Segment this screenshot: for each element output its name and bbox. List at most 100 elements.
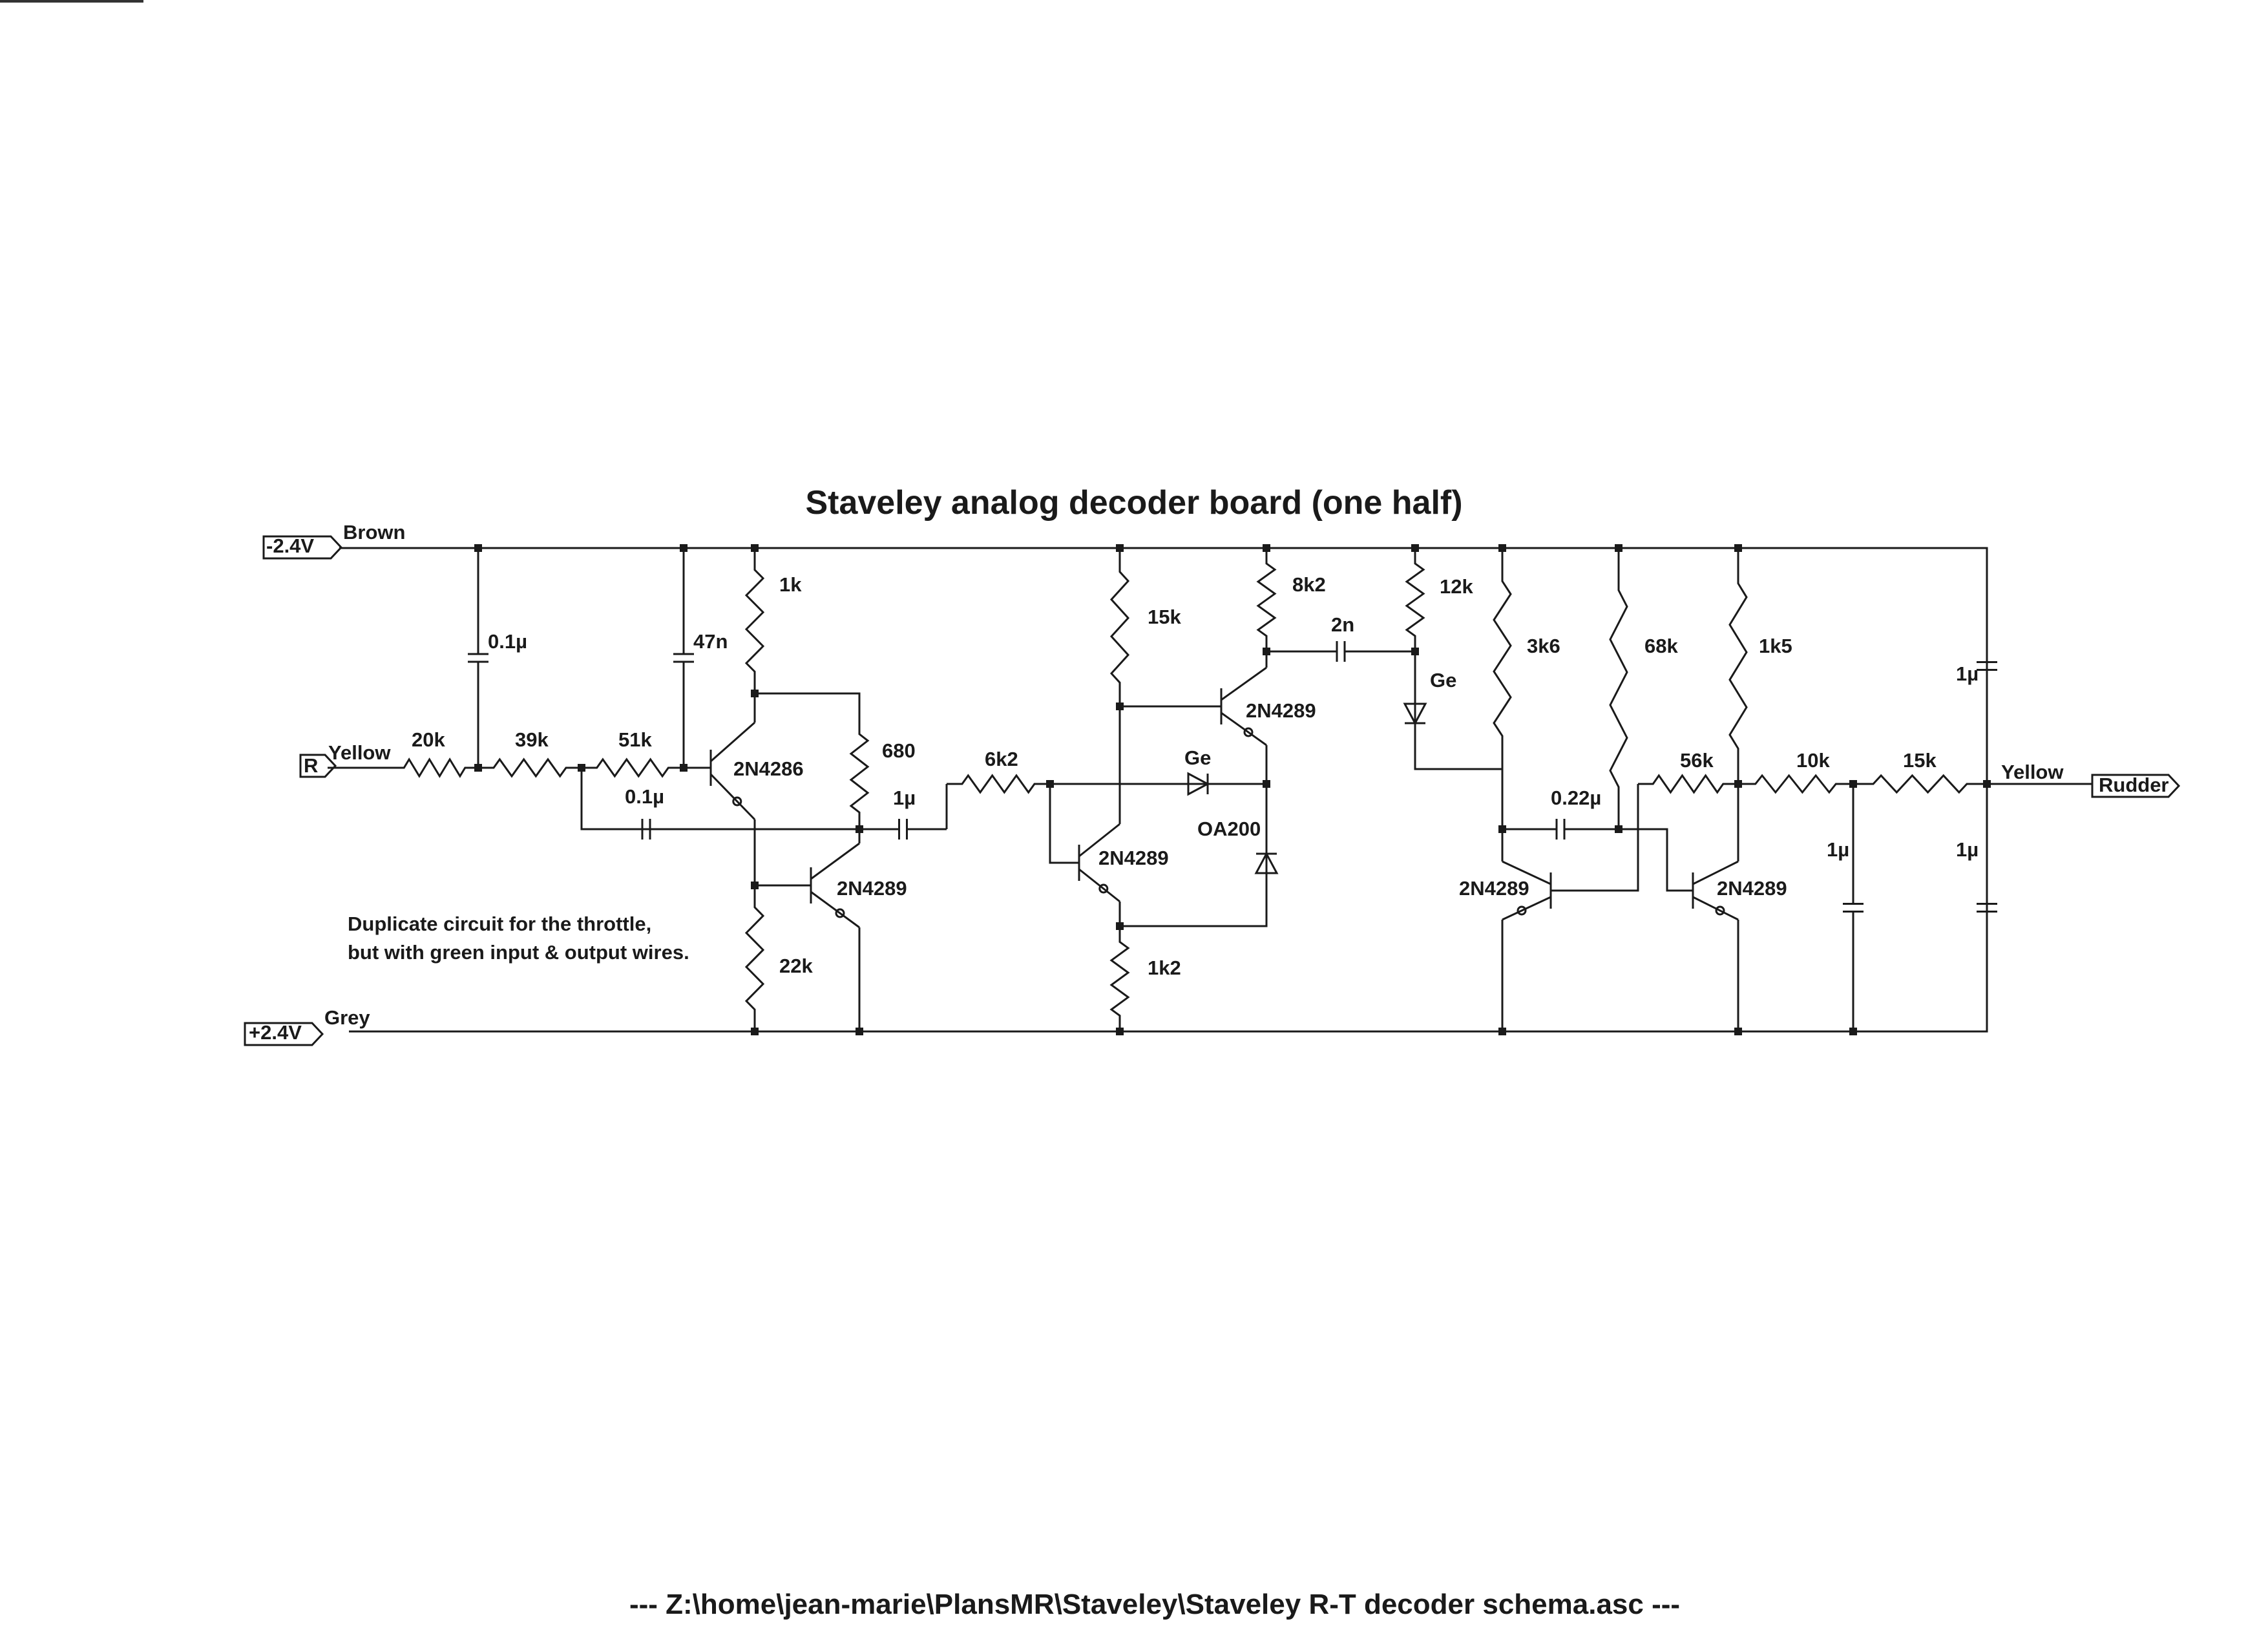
transistor-symbol <box>1220 666 1267 746</box>
junction-dot <box>1116 922 1124 930</box>
capacitor-label: 1µ <box>1956 662 1979 685</box>
junction-dot <box>751 690 759 697</box>
resistor-label: 1k5 <box>1759 635 1792 657</box>
diode-label: Ge <box>1184 746 1211 769</box>
capacitor-symbol <box>1977 784 1997 1031</box>
resistor-label: 10k <box>1796 749 1830 772</box>
junction-dot <box>856 825 863 833</box>
resistor-label: 680 <box>882 739 916 762</box>
resistor-symbol <box>1728 548 1748 784</box>
diode-symbol <box>1163 772 1234 796</box>
junction-dot <box>1263 780 1270 788</box>
port-input-label: R <box>304 754 318 777</box>
junction-dot <box>1263 648 1270 655</box>
junction-dot <box>474 544 482 552</box>
junction-dot <box>856 1028 863 1035</box>
capacitor-symbol <box>673 548 694 768</box>
junction-dot <box>751 1028 759 1035</box>
junction-dot <box>751 882 759 889</box>
junction-dot <box>1734 544 1742 552</box>
file-path-footer-text: --- Z:\home\jean-marie\PlansMR\Staveley\… <box>629 1589 1681 1620</box>
junction-dot <box>1116 544 1124 552</box>
transistor-emitter-arrow <box>835 908 845 918</box>
capacitor-label: 2n <box>1331 613 1354 636</box>
diode-label: Ge <box>1430 669 1456 692</box>
resistor-label: 39k <box>515 728 549 751</box>
junction-dot <box>1411 648 1419 655</box>
resistor-label: 8k2 <box>1292 573 1326 596</box>
diode-symbol <box>1254 808 1279 918</box>
resistor-label: 20k <box>412 728 445 751</box>
resistor-label: 51k <box>618 728 652 751</box>
junction-dot <box>1849 1028 1857 1035</box>
resistor-symbol <box>478 757 582 778</box>
resistor-symbol <box>1738 774 1853 794</box>
capacitor-symbol <box>614 819 678 840</box>
port-flag <box>299 754 337 778</box>
junction-dot <box>1734 780 1742 788</box>
resistor-label: 15k <box>1903 749 1937 772</box>
junction-dot <box>1411 544 1419 552</box>
resistor-symbol <box>1256 548 1277 651</box>
wire <box>755 692 861 717</box>
transistor-label: 2N4286 <box>733 757 804 780</box>
resistor-label: 6k2 <box>985 748 1018 770</box>
transistor-symbol <box>1078 823 1120 903</box>
resistor-symbol <box>744 885 765 1031</box>
transistor-emitter-arrow <box>1715 905 1725 916</box>
capacitor-symbol <box>859 819 947 840</box>
diagram-title-text: Staveley analog decoder board (one half) <box>805 484 1463 522</box>
duplicate-circuit-note-line1: Duplicate circuit for the throttle, <box>348 913 651 935</box>
resistor-symbol <box>1609 548 1628 829</box>
transistor-emitter-arrow <box>732 796 742 807</box>
diagram-title: Staveley analog decoder board (one half) <box>0 483 2268 522</box>
wire-brown-label: Brown <box>343 521 405 544</box>
resistor-label: 3k6 <box>1527 635 1560 657</box>
capacitor-label: 0.22µ <box>1551 787 1601 809</box>
wire <box>1049 784 1079 864</box>
transistor-symbol <box>810 842 860 929</box>
scan-edge-mark <box>0 0 143 3</box>
junction-dot <box>1263 544 1270 552</box>
port-output-label: Rudder <box>2099 774 2169 796</box>
capacitor-label: 47n <box>693 630 728 653</box>
transistor-label: 2N4289 <box>1717 877 1787 900</box>
resistor-label: 15k <box>1148 606 1181 628</box>
resistor-symbol <box>1109 926 1130 1031</box>
transistor-emitter-arrow <box>1243 727 1254 737</box>
wire-output-yellow-label: Yellow <box>2001 761 2064 783</box>
junction-dot <box>1116 703 1124 710</box>
resistor-symbol <box>1853 774 1987 794</box>
transistor-label: 2N4289 <box>837 877 907 900</box>
resistor-label: 1k <box>779 573 802 596</box>
junction-dot <box>1615 825 1622 833</box>
resistor-symbol <box>391 757 478 778</box>
junction-dot <box>751 544 759 552</box>
resistor-symbol <box>1638 774 1738 794</box>
junction-dot <box>680 764 688 772</box>
transistor-label: 2N4289 <box>1098 847 1169 869</box>
junction-dot <box>1734 1028 1742 1035</box>
junction-dot <box>1849 780 1857 788</box>
junction-dot <box>680 544 688 552</box>
diode-label: OA200 <box>1197 818 1261 840</box>
resistor-symbol <box>1405 548 1425 651</box>
resistor-symbol <box>582 757 684 778</box>
capacitor-symbol <box>1977 548 1997 784</box>
port-flag <box>262 535 343 560</box>
transistor-emitter-arrow <box>1517 905 1527 916</box>
junction-dot <box>578 764 585 772</box>
capacitor-label: 1µ <box>893 787 916 809</box>
wire-grey-label: Grey <box>324 1006 370 1029</box>
port-flag <box>2091 774 2181 798</box>
resistor-symbol <box>947 774 1050 794</box>
transistor-symbol <box>1692 860 1739 921</box>
duplicate-circuit-note-line2: but with green input & output wires. <box>348 941 689 964</box>
transistor-label: 2N4289 <box>1246 699 1316 722</box>
junction-dot <box>1498 825 1506 833</box>
port-pos-supply-label: +2.4V <box>249 1021 302 1044</box>
capacitor-symbol <box>1266 641 1415 662</box>
junction-dot <box>1046 780 1054 788</box>
port-neg-supply-label: -2.4V <box>266 534 314 557</box>
